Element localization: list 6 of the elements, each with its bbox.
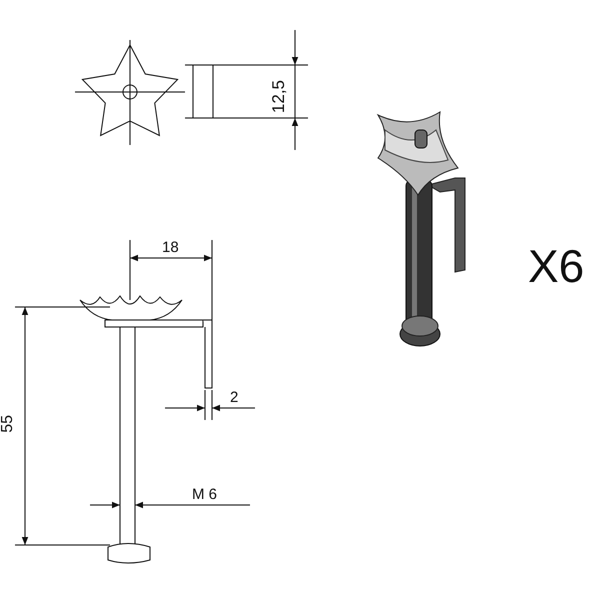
dimension-value: 18 [162,240,179,255]
dimension-value: 12,5 [270,80,287,114]
dimension-value: 2 [230,390,238,405]
dimension-value: M 6 [192,487,218,502]
dimension-value: 55 [0,415,16,433]
quantity-label: X6 [528,243,584,289]
